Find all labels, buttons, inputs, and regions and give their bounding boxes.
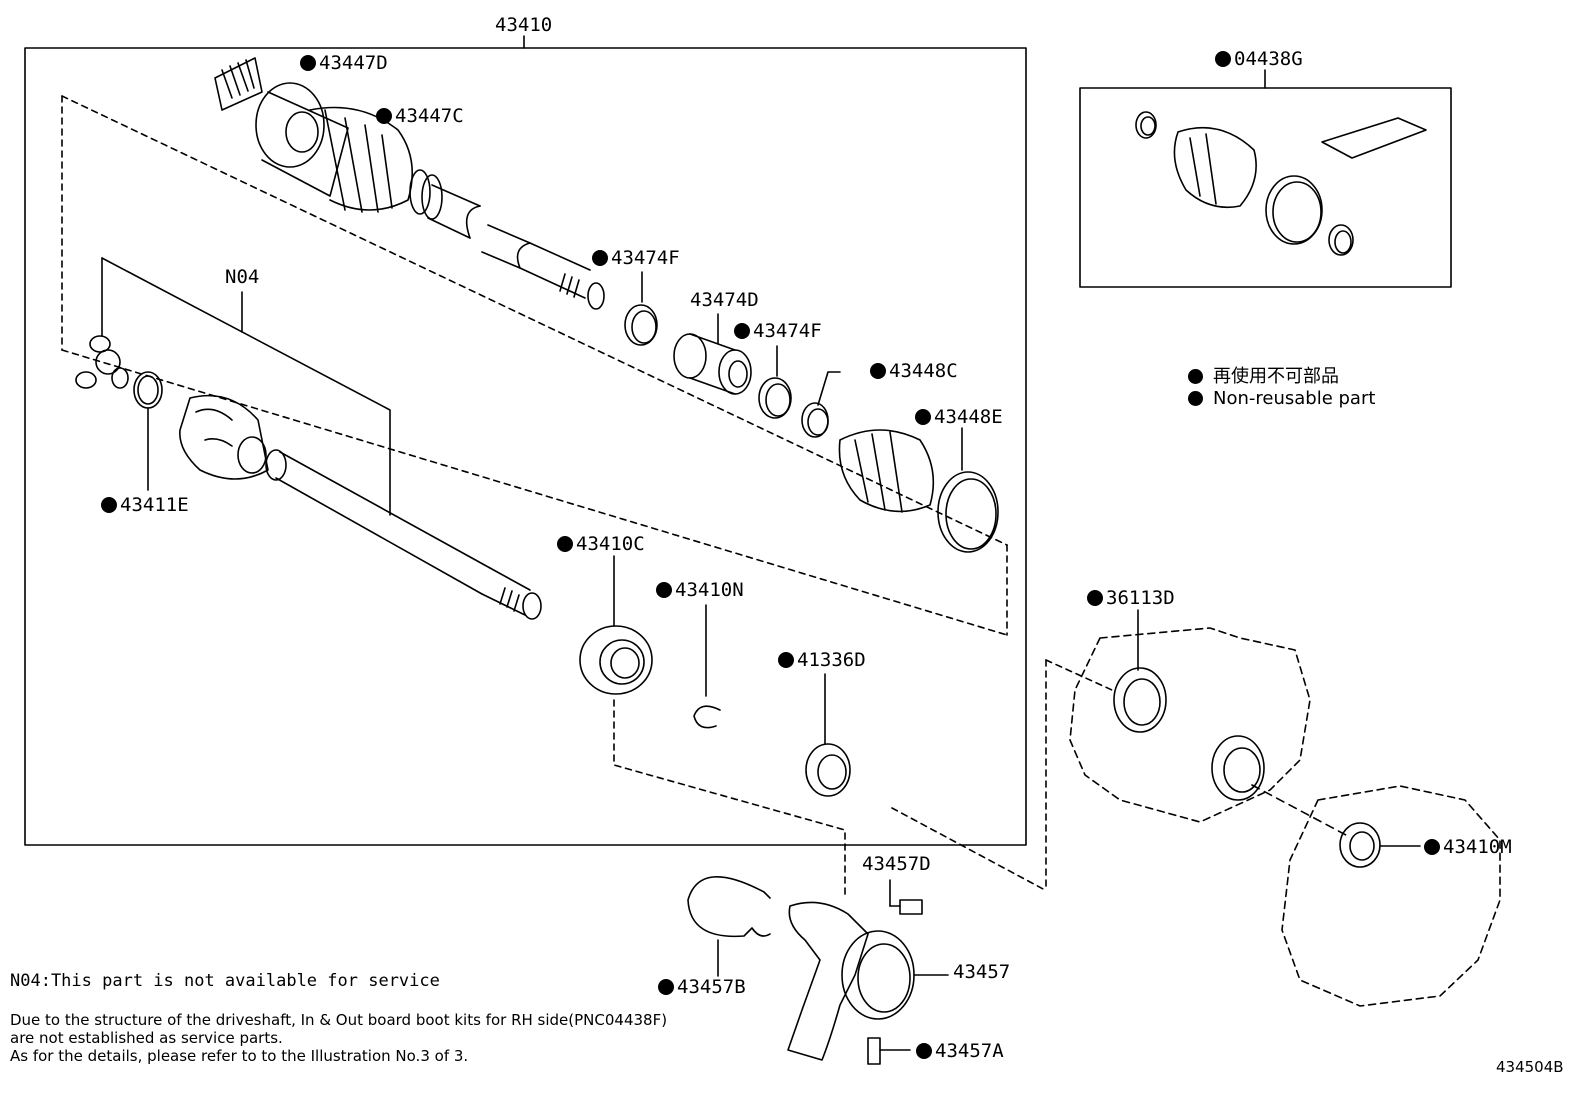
non-reusable-dot [1424, 839, 1440, 855]
non-reusable-dot [656, 582, 672, 598]
part-label-N04: N04 [225, 266, 260, 288]
non-reusable-dot [734, 323, 750, 339]
seal-36113D [1113, 609, 1167, 733]
non-reusable-dot [1215, 51, 1231, 67]
legend-jp: 再使用不可部品 [1188, 362, 1339, 388]
assembly-frame [24, 47, 1027, 846]
seal-43410M [1339, 822, 1421, 868]
non-reusable-dot [376, 108, 392, 124]
non-reusable-dot [101, 497, 117, 513]
non-reusable-dot [658, 979, 674, 995]
part-label-43457D[interactable]: 43457D [862, 853, 931, 875]
clamp-43474F-a [624, 304, 658, 346]
non-reusable-dot [1087, 590, 1103, 606]
non-reusable-dot [557, 536, 573, 552]
part-label-43410N[interactable]: 43410N [656, 581, 744, 600]
part-label-43457[interactable]: 43457 [953, 961, 1011, 983]
part-label-43411E[interactable]: 43411E [101, 496, 189, 515]
note-n04: N04:This part is not available for servi… [10, 971, 440, 991]
non-reusable-dot [916, 1043, 932, 1059]
part-label-43410[interactable]: 43410 [495, 14, 553, 36]
part-label-43410M[interactable]: 43410M [1424, 838, 1512, 857]
part-label-43447C[interactable]: 43447C [376, 107, 464, 126]
inner-joint-shaft [75, 335, 542, 620]
transaxle-case [1069, 627, 1501, 1007]
knuckle-43457 [787, 901, 949, 1061]
bearing-43410C [579, 555, 653, 695]
note-line-3: As for the details, please refer to to t… [10, 1047, 469, 1065]
part-label-43410C[interactable]: 43410C [557, 535, 645, 554]
part-label-43447D[interactable]: 43447D [300, 54, 388, 73]
part-label-43457A[interactable]: 43457A [916, 1042, 1004, 1061]
legend-dot [1188, 391, 1203, 406]
non-reusable-dot [870, 363, 886, 379]
bolt-43457D [889, 879, 923, 915]
part-label-41336D[interactable]: 41336D [778, 651, 866, 670]
non-reusable-dot [915, 409, 931, 425]
boot-43448E [838, 427, 999, 553]
legend-en: Non-reusable part [1188, 388, 1375, 409]
part-label-36113D[interactable]: 36113D [1087, 589, 1175, 608]
part-label-43448C[interactable]: 43448C [870, 362, 958, 381]
non-reusable-dot [592, 250, 608, 266]
diagram-id: 434504B [1496, 1058, 1564, 1076]
part-label-43474F-b[interactable]: 43474F [734, 322, 822, 341]
legend-dot [1188, 369, 1203, 384]
boot-kit-parts [1135, 111, 1427, 256]
part-label-43448E[interactable]: 43448E [915, 408, 1003, 427]
note-line-2: are not established as service parts. [10, 1029, 283, 1047]
part-label-04438G[interactable]: 04438G [1215, 50, 1303, 69]
note-line-1: Due to the structure of the driveshaft, … [10, 1011, 668, 1029]
clamp-43474F-b [758, 377, 792, 419]
dynamic-damper-43474D [673, 313, 752, 395]
part-label-43457B[interactable]: 43457B [658, 978, 746, 997]
clip-43410N [693, 705, 721, 729]
oil-seal-41336D [805, 673, 851, 797]
outer-cv-joint-shaft [214, 57, 605, 310]
snap-ring-43457B [687, 875, 771, 938]
part-label-43474F-a[interactable]: 43474F [592, 249, 680, 268]
part-label-43474D[interactable]: 43474D [690, 289, 759, 311]
non-reusable-dot [300, 55, 316, 71]
non-reusable-dot [778, 652, 794, 668]
bolt-43457A [867, 1037, 911, 1065]
boot-kit-frame [1079, 87, 1452, 288]
